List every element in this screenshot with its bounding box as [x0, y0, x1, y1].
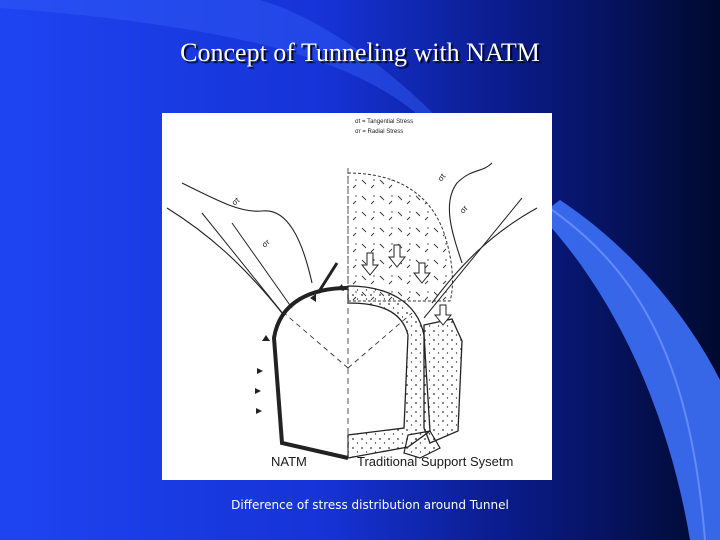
natm-lining [271, 286, 349, 460]
tangential-stress-curve-left [181, 182, 313, 284]
decorative-swoosh-top [0, 0, 440, 125]
legend-radial-stress: σr = Radial Stress [355, 129, 404, 135]
footing-block [403, 430, 441, 459]
radial-stress-curve-right [431, 207, 538, 304]
tangential-stress-curve-right [448, 162, 493, 264]
decorative-swoosh [540, 200, 720, 540]
tunnel-stress-diagram: σt = Tangential Stress σr = Radial Stres… [162, 113, 552, 480]
slide-title: Concept of Tunneling with NATM [180, 38, 540, 67]
legend-tangential-stress: σt = Tangential Stress [355, 119, 414, 125]
decorative-swoosh-edge [544, 204, 706, 540]
figure-caption: Difference of stress distribution around… [231, 498, 509, 512]
tunnel-diagram-drawing [166, 162, 538, 460]
radial-stress-curve-left [166, 207, 283, 314]
loosened-zone [347, 172, 453, 302]
side-support-block [423, 318, 463, 444]
traditional-support-label: Traditional Support Sysetm [357, 454, 514, 469]
traditional-lining [347, 285, 431, 459]
natm-label: NATM [271, 454, 307, 469]
